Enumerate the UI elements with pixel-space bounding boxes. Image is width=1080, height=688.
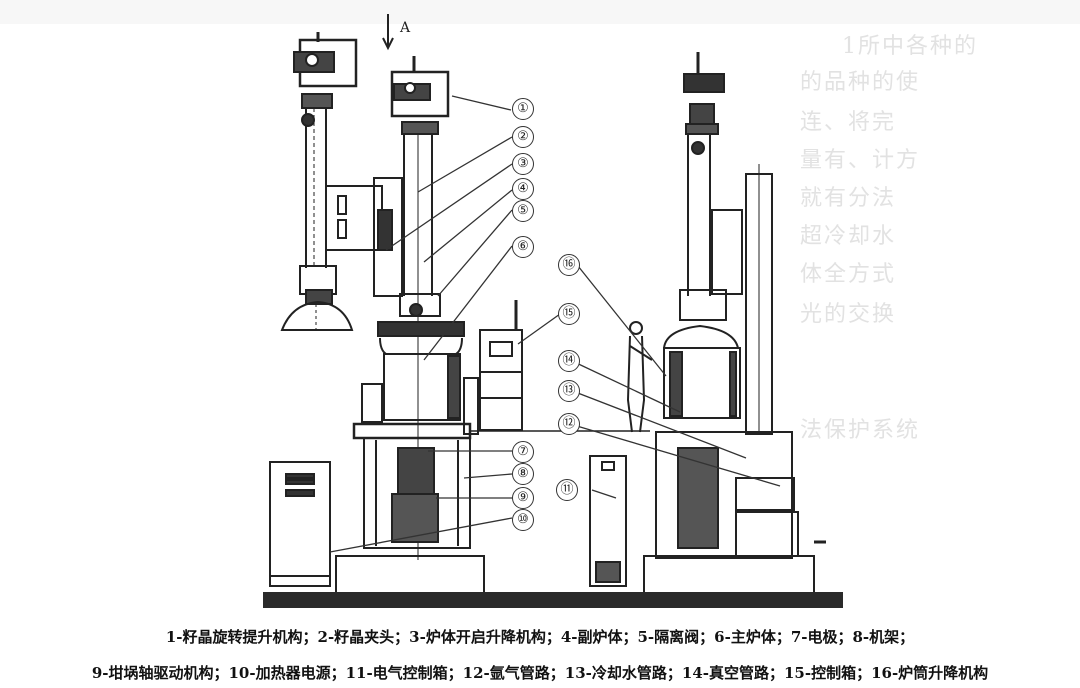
callout-14: ⑭ <box>558 350 580 372</box>
callout-16: ⑯ <box>558 254 580 276</box>
callout-9: ⑨ <box>512 487 534 509</box>
callout-5: ⑤ <box>512 200 534 222</box>
callout-3: ③ <box>512 153 534 175</box>
ghost-text: 超冷却水 <box>800 224 897 249</box>
callout-15: ⑮ <box>558 303 580 325</box>
callout-10: ⑩ <box>512 509 534 531</box>
ghost-text: 法保护系统 <box>800 418 921 443</box>
callout-11: ⑪ <box>556 479 578 501</box>
caption-line-1: 1-籽晶旋转提升机构；2-籽晶夹头；3-炉体开启升降机构；4-副炉体；5-隔离阀… <box>165 628 915 646</box>
callout-4: ④ <box>512 178 534 200</box>
callout-12: ⑫ <box>558 413 580 435</box>
callout-13: ⑬ <box>558 380 580 402</box>
ghost-text: 连、将完 <box>800 110 897 135</box>
callout-7: ⑦ <box>512 441 534 463</box>
view-label-a: A <box>400 20 411 36</box>
callout-1: ① <box>512 98 534 120</box>
callout-8: ⑧ <box>512 463 534 485</box>
ghost-text: 体全方式 <box>800 262 897 287</box>
callout-6: ⑥ <box>512 236 534 258</box>
top-margin-band <box>0 0 1080 24</box>
caption-line-2: 9-坩埚轴驱动机构；10-加热器电源；11-电气控制箱；12-氩气管路；13-冷… <box>91 664 989 682</box>
ghost-text: 量有、计方 <box>800 148 921 173</box>
furnace-drawing <box>263 14 843 608</box>
ghost-text: 1所中各种的 <box>842 34 978 59</box>
ghost-text: 光的交换 <box>800 302 897 327</box>
ghost-text: 的品种的使 <box>800 70 921 95</box>
ghost-text: 就有分法 <box>800 186 897 211</box>
callout-2: ② <box>512 126 534 148</box>
crystal-furnace-diagram: 1所中各种的 的品种的使 连、将完 量有、计方 就有分法 超冷却水 体全方式 光… <box>263 14 978 608</box>
